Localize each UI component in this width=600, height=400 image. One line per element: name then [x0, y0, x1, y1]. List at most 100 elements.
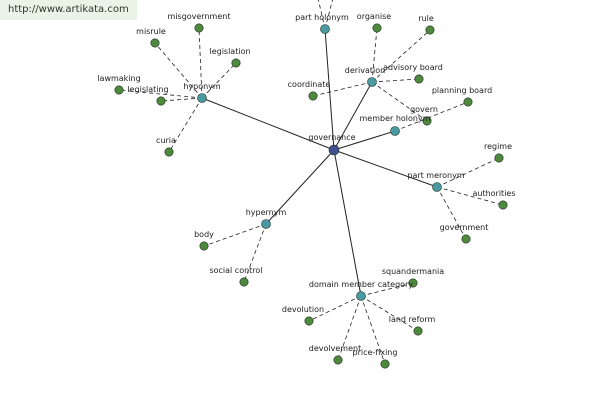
leaf-node[interactable]: social control — [209, 266, 263, 287]
edge-leaf-4-2 — [436, 186, 467, 240]
leaf-node-dot[interactable] — [461, 234, 471, 244]
leaf-node-dot[interactable] — [308, 91, 318, 101]
edge-leaf-1-2 — [371, 78, 420, 83]
edge-leaf-2-1 — [154, 42, 203, 99]
leaf-node-dot[interactable] — [199, 241, 209, 251]
leaf-node[interactable]: misrule — [136, 27, 166, 48]
edge-leaf-5-1 — [243, 223, 267, 283]
relation-node[interactable]: derivation — [345, 66, 385, 87]
edge-leaf-6-4 — [360, 295, 386, 365]
leaf-node[interactable]: planning board — [432, 86, 492, 107]
leaf-node[interactable]: regime — [484, 142, 512, 163]
leaf-node-label: government — [440, 223, 489, 232]
leaf-node-dot[interactable] — [156, 96, 166, 106]
leaf-node-label: land reform — [389, 315, 436, 324]
leaf-node-label: price-fixing — [353, 348, 398, 357]
watermark-link[interactable]: http://www.artikata.com — [0, 0, 137, 20]
leaf-node[interactable]: devolvement — [309, 344, 361, 365]
leaf-node[interactable]: devolution — [282, 305, 324, 326]
leaf-node[interactable]: legislating — [127, 85, 169, 106]
relation-node[interactable]: domain member category — [309, 280, 413, 301]
leaf-node-dot[interactable] — [425, 25, 435, 35]
relation-node-dot[interactable] — [320, 24, 330, 34]
leaf-node[interactable]: govern — [410, 105, 438, 126]
leaf-node-dot[interactable] — [304, 316, 314, 326]
leaf-node-label: authorities — [472, 189, 515, 198]
leaf-node[interactable]: price-fixing — [353, 348, 398, 369]
leaf-node-label: govern — [410, 105, 438, 114]
relation-node-label: domain member category — [309, 280, 413, 289]
leaf-node-dot[interactable] — [333, 355, 343, 365]
center-node[interactable]: governance — [308, 133, 356, 156]
leaf-node[interactable]: coordinate — [288, 80, 331, 101]
graph-nodes: organise rule advisory board coordinate gove… — [97, 12, 516, 369]
leaf-node-dot[interactable] — [380, 359, 390, 369]
relation-node[interactable]: hyponym — [183, 82, 221, 103]
relation-node-label: part meronym — [407, 171, 464, 180]
edge-part-holonym-up-1 — [318, 0, 326, 30]
leaf-node[interactable]: advisory board — [383, 63, 443, 84]
leaf-node[interactable]: curia — [156, 136, 176, 157]
edge-part-holonym-up-2 — [324, 0, 333, 30]
leaf-node[interactable]: legislation — [209, 47, 251, 68]
relation-node-label: member holonym — [359, 114, 430, 123]
relation-node[interactable]: hypernym — [246, 208, 287, 229]
leaf-node[interactable]: misgovernment — [168, 12, 231, 33]
leaf-node-label: legislating — [127, 85, 168, 94]
leaf-node-dot[interactable] — [494, 153, 504, 163]
leaf-node[interactable]: rule — [418, 14, 435, 35]
relation-node-dot[interactable] — [432, 182, 442, 192]
leaf-node[interactable]: authorities — [472, 189, 516, 210]
relation-node-label: part holonym — [295, 13, 349, 22]
relation-node-dot[interactable] — [390, 126, 400, 136]
edge-leaf-2-0 — [198, 27, 203, 99]
leaf-node-dot[interactable] — [231, 58, 241, 68]
relation-node[interactable]: part holonym — [295, 13, 349, 34]
relation-node-label: derivation — [345, 66, 385, 75]
leaf-node-label: planning board — [432, 86, 492, 95]
leaf-node-label: rule — [418, 14, 434, 23]
leaf-node-dot[interactable] — [194, 23, 204, 33]
leaf-node-label: misgovernment — [168, 12, 231, 21]
leaf-node-dot[interactable] — [413, 326, 423, 336]
leaf-node[interactable]: squandermania — [382, 267, 444, 288]
center-node-label: governance — [308, 133, 355, 142]
leaf-node-dot[interactable] — [239, 277, 249, 287]
edge-leaf-4-0 — [436, 157, 500, 188]
edge-leaf-6-3 — [337, 295, 362, 361]
leaf-node-dot[interactable] — [463, 97, 473, 107]
leaf-node[interactable]: body — [194, 230, 214, 251]
edge-leaf-5-0 — [203, 223, 267, 247]
edge-center-6 — [333, 149, 362, 297]
leaf-node-dot[interactable] — [164, 147, 174, 157]
leaf-node-label: curia — [156, 136, 176, 145]
relation-node[interactable]: part meronym — [407, 171, 465, 192]
leaf-node-dot[interactable] — [372, 23, 382, 33]
edge-center-3 — [333, 130, 396, 151]
leaf-node-dot[interactable] — [408, 278, 418, 288]
relation-node-dot[interactable] — [367, 77, 377, 87]
relation-node-dot[interactable] — [261, 219, 271, 229]
leaf-node-label: body — [194, 230, 214, 239]
edge-center-0 — [324, 28, 335, 151]
leaf-node-label: misrule — [136, 27, 166, 36]
leaf-node[interactable]: government — [440, 223, 489, 244]
leaf-node-dot[interactable] — [422, 116, 432, 126]
leaf-node-dot[interactable] — [498, 200, 508, 210]
relation-node-label: hypernym — [246, 208, 287, 217]
leaf-node-dot[interactable] — [114, 85, 124, 95]
edge-center-4 — [333, 149, 438, 188]
edge-leaf-6-1 — [308, 295, 362, 322]
relation-node[interactable]: member holonym — [359, 114, 431, 136]
leaf-node-dot[interactable] — [414, 74, 424, 84]
leaf-node-dot[interactable] — [150, 38, 160, 48]
relation-node-dot[interactable] — [197, 93, 207, 103]
leaf-node[interactable]: organise — [357, 12, 391, 33]
leaf-node[interactable]: lawmaking — [97, 74, 141, 95]
relation-node-dot[interactable] — [356, 291, 366, 301]
leaf-node-label: squandermania — [382, 267, 444, 276]
edge-leaf-2-4 — [160, 97, 203, 102]
center-node-dot[interactable] — [328, 144, 340, 156]
leaf-node-label: advisory board — [383, 63, 443, 72]
leaf-node[interactable]: land reform — [389, 315, 436, 336]
